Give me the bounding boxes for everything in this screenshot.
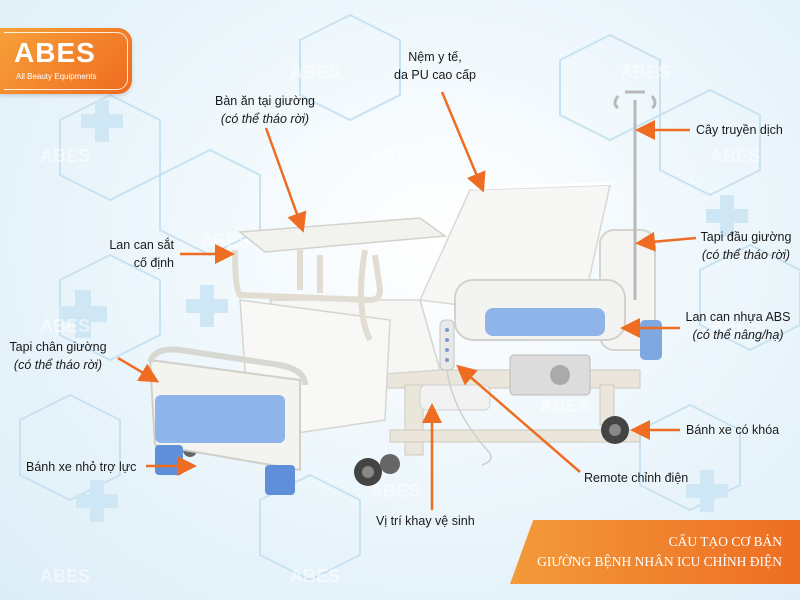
bed-foot [147,299,391,495]
label-lock-wheel: Bánh xe có khóa [686,421,779,439]
abes-logo: ABES All Beauty Equipments [0,28,132,94]
svg-text:ABES: ABES [370,146,420,166]
svg-text:ABES: ABES [710,316,760,336]
svg-text:ABES: ABES [40,146,90,166]
label-abs-rail-line1: Lan can nhựa ABS [685,310,791,324]
fixed-side-rail [232,249,384,304]
banner-line1: CẤU TẠO CƠ BẢN [668,534,782,549]
svg-text:ABES: ABES [40,566,90,586]
label-mattress-line2: da PU cao cấp [394,68,476,82]
label-small-wheel-line1: Bánh xe nhỏ trợ lực [26,460,137,474]
label-remote-line1: Remote chỉnh điện [584,471,689,485]
svg-text:ABES: ABES [370,481,420,501]
label-fixed-rail-line1: Lan can sắt [109,238,174,252]
wheels [183,416,629,486]
svg-text:ABES: ABES [710,146,760,166]
logo-brand: ABES [14,37,96,68]
logo-frame [4,32,128,90]
label-headboard: Tapi đầu giường (có thể tháo rời) [696,228,796,264]
label-abs-rail: Lan can nhựa ABS (có thể nâng/hạ) [684,308,792,344]
logo-tagline: All Beauty Equipments [16,72,97,81]
svg-text:ABES: ABES [200,231,250,251]
label-footboard-line1: Tapi chân giường [9,340,107,354]
svg-text:ABES: ABES [290,566,340,586]
abs-side-rail [454,279,626,341]
label-iv-pole: Cây truyền dịch [696,121,783,139]
label-table-line2: (có thể tháo rời) [220,112,310,126]
svg-text:ABES: ABES [620,62,670,82]
label-fixed-rail: Lan can sắt cố định [70,236,174,272]
label-small-wheel: Bánh xe nhỏ trợ lực [26,458,136,476]
svg-text:ABES: ABES [290,62,340,82]
label-fixed-rail-line2: cố định [133,256,174,270]
label-table: Bàn ăn tại giường (có thể tháo rời) [205,92,325,128]
overbed-table [238,217,448,342]
label-footboard: Tapi chân giường (có thể tháo rời) [6,338,110,374]
label-mattress: Nệm y tế, da PU cao cấp [385,48,485,84]
label-headboard-line2: (có thể tháo rời) [701,248,791,262]
label-lock-wheel-line1: Bánh xe có khóa [686,423,780,437]
label-toilet-line1: Vị trí khay vệ sinh [376,514,475,528]
label-iv-pole-line1: Cây truyền dịch [696,123,783,137]
label-toilet: Vị trí khay vệ sinh [376,512,475,530]
svg-text:ABES: ABES [40,316,90,336]
label-remote: Remote chỉnh điện [584,469,688,487]
label-abs-rail-line2: (có thể nâng/hạ) [692,328,784,342]
title-banner: CẤU TẠO CƠ BẢN GIƯỜNG BỆNH NHÂN ICU CHỈN… [510,520,800,584]
label-mattress-line1: Nệm y tế, [408,50,462,64]
label-table-line1: Bàn ăn tại giường [215,94,315,108]
label-headboard-line1: Tapi đầu giường [700,230,792,244]
banner-line2: GIƯỜNG BỆNH NHÂN ICU CHỈNH ĐIỆN [537,554,782,569]
label-footboard-line2: (có thể tháo rời) [13,358,103,372]
